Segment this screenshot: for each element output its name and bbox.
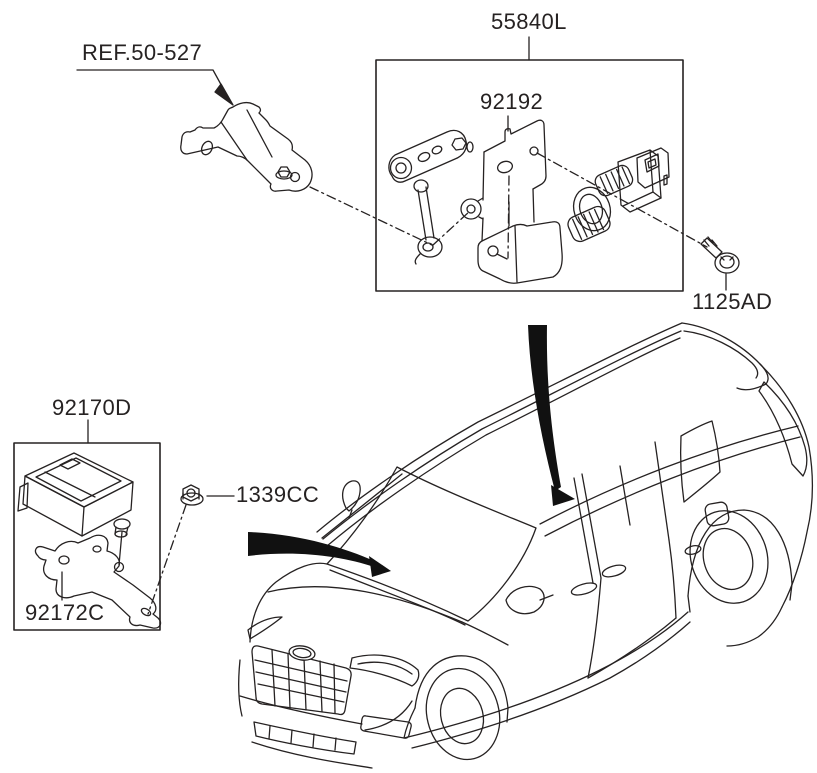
mounting-bolt-1125ad bbox=[700, 236, 740, 274]
leader-lines bbox=[61, 36, 727, 601]
location-arrow-roof bbox=[528, 325, 575, 506]
kia-badge-icon bbox=[288, 645, 316, 661]
label-1339cc: 1339CC bbox=[236, 482, 320, 507]
leveling-module-92170d bbox=[17, 452, 134, 538]
label-92170d: 92170D bbox=[52, 395, 132, 420]
assembly-box-55840l bbox=[375, 59, 684, 292]
label-92192: 92192 bbox=[480, 89, 544, 114]
sensor-bracket-92192 bbox=[460, 119, 563, 284]
vehicle-drawing bbox=[238, 322, 814, 769]
assembly-axis-lines bbox=[147, 152, 708, 615]
label-92172c: 92172C bbox=[25, 600, 105, 625]
location-arrow-cowl bbox=[248, 532, 391, 577]
headlamp-leveling-sensor bbox=[567, 147, 670, 243]
label-55840l: 55840L bbox=[491, 9, 567, 34]
label-1125ad: 1125AD bbox=[692, 289, 773, 314]
height-sensor-arm bbox=[388, 129, 474, 265]
ref-bracket-part bbox=[180, 101, 313, 192]
grille-outline bbox=[251, 645, 352, 716]
fog-lamp bbox=[360, 715, 412, 739]
module-bracket-92172c bbox=[34, 534, 162, 629]
flange-nut-1339cc bbox=[180, 484, 204, 506]
label-ref-50-527: REF.50-527 bbox=[82, 40, 203, 65]
module-box-92170d bbox=[13, 442, 161, 631]
